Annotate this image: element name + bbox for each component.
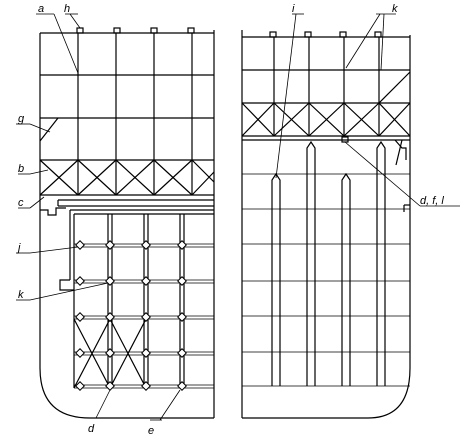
left-panel: a h g b c j k d e <box>16 3 215 437</box>
left-hull-outline <box>39 33 214 419</box>
left-top-brackets <box>76 27 195 34</box>
left-truss-band <box>39 159 215 196</box>
left-lower-grid <box>73 214 214 389</box>
label-k-left: k <box>18 289 24 301</box>
label-d-f-l: d, f, l <box>420 195 444 207</box>
right-top-brackets <box>269 31 382 38</box>
right-mid-deck <box>242 136 410 212</box>
label-g: g <box>18 113 25 125</box>
right-hull-outline <box>242 35 411 419</box>
label-c: c <box>18 197 24 209</box>
left-grid-nodes <box>75 240 187 391</box>
left-mid-deck <box>40 199 214 388</box>
right-upper-grid <box>242 37 411 136</box>
left-leader-lines <box>16 13 181 421</box>
label-k-right: k <box>392 3 398 15</box>
label-i: i <box>292 3 295 15</box>
label-j: j <box>16 242 21 254</box>
right-lower-grid <box>242 140 410 387</box>
right-panel: i k d, f, l <box>241 3 460 419</box>
label-h: h <box>64 3 70 15</box>
label-a: a <box>38 3 44 15</box>
right-truss-band <box>241 102 411 137</box>
label-b: b <box>18 163 24 175</box>
label-d: d <box>88 423 95 435</box>
right-leader-lines <box>275 13 460 207</box>
label-e: e <box>148 425 154 437</box>
left-upper-grid <box>39 33 214 161</box>
